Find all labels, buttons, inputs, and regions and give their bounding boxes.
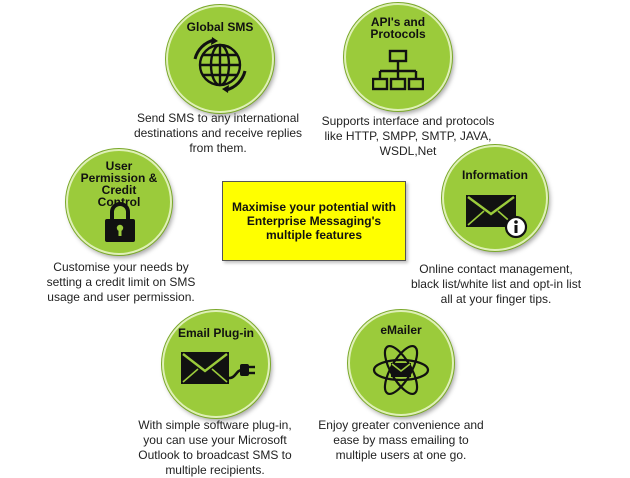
global-sms-title: Global SMS: [186, 20, 254, 34]
apis-protocols-description: Supports interface and protocols like HT…: [321, 114, 495, 158]
information-title: Information: [462, 168, 528, 182]
atom-envelope-icon: [372, 344, 430, 396]
email-plugin-description: With simple software plug-in, you can us…: [138, 418, 292, 477]
center-headline: Maximise your potential with Enterprise …: [231, 200, 397, 242]
globe-icon: [193, 37, 247, 93]
center-headline-box: Maximise your potential with Enterprise …: [222, 181, 406, 261]
user-permission-title: User Permission & Credit Control: [80, 159, 158, 209]
apis-protocols-title: API's and Protocols: [370, 15, 426, 41]
email-plugin-circle: Email Plug-in: [162, 310, 270, 418]
global-sms-description: Send SMS to any international destinatio…: [133, 111, 303, 155]
user-permission-circle: User Permission & Credit Control: [66, 149, 172, 255]
email-plugin-title: Email Plug-in: [177, 326, 254, 340]
emailer-description: Enjoy greater convenience and ease by ma…: [318, 418, 484, 462]
emailer-circle: eMailer: [348, 310, 454, 416]
network-hierarchy-icon: [372, 49, 424, 91]
apis-protocols-circle: API's and Protocols: [344, 3, 452, 111]
information-description: Online contact management, black list/wh…: [410, 262, 582, 306]
padlock-icon: [105, 202, 135, 242]
envelope-plug-icon: [181, 352, 255, 384]
information-circle: Information: [442, 145, 548, 251]
global-sms-circle: Global SMS: [166, 5, 274, 113]
emailer-title: eMailer: [380, 323, 422, 337]
user-permission-description: Customise your needs by setting a credit…: [46, 260, 196, 304]
envelope-info-icon: [466, 195, 528, 239]
